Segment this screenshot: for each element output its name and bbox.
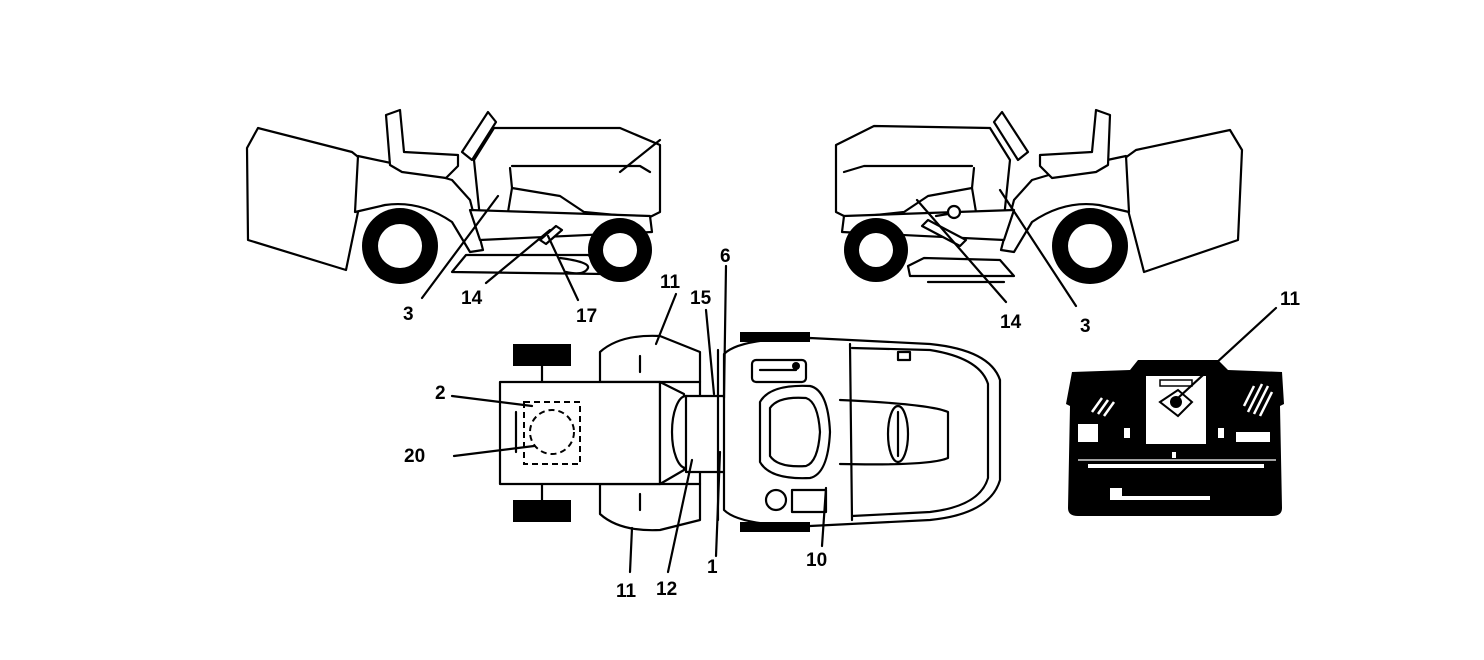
callout-11-top: 11 bbox=[660, 272, 681, 293]
callout-14-left: 14 bbox=[461, 288, 483, 309]
rear-tire-top bbox=[513, 344, 571, 366]
dash-panel-view: 11 bbox=[1066, 289, 1301, 516]
steering-wheel-top bbox=[758, 384, 832, 480]
callout-10: 10 bbox=[806, 550, 827, 571]
hood-left bbox=[472, 126, 662, 220]
rear-fender-left bbox=[353, 154, 485, 254]
callout-1: 1 bbox=[707, 557, 718, 578]
mower-deck-left bbox=[450, 253, 606, 276]
grass-bag-left bbox=[245, 126, 374, 272]
right-side-view-mower bbox=[834, 108, 1244, 284]
steering-wheel-left bbox=[460, 110, 498, 162]
callout-12: 12 bbox=[656, 579, 677, 600]
callout-17-left: 17 bbox=[576, 306, 597, 327]
rear-tire-bottom bbox=[513, 500, 571, 522]
callout-11-dash: 11 bbox=[1280, 289, 1301, 310]
callout-6: 6 bbox=[720, 246, 731, 267]
left-side-view-mower: 3 14 17 bbox=[245, 108, 662, 327]
callout-11-bottom: 11 bbox=[616, 581, 637, 602]
callout-2: 2 bbox=[435, 383, 446, 404]
callout-15: 15 bbox=[690, 288, 712, 309]
top-view-mower: 6 11 15 2 20 1 10 11 12 bbox=[404, 246, 1002, 602]
callout-14-right: 14 bbox=[1000, 312, 1022, 333]
rear-wheel-left bbox=[362, 208, 438, 284]
callout-3-right: 3 bbox=[1080, 316, 1091, 337]
callout-3-left: 3 bbox=[403, 304, 414, 325]
front-wheel-left bbox=[588, 218, 652, 282]
right-view-callouts: 14 3 bbox=[915, 188, 1091, 337]
seat-left bbox=[384, 108, 460, 180]
callout-20: 20 bbox=[404, 446, 425, 467]
grass-bag-top bbox=[498, 380, 662, 486]
